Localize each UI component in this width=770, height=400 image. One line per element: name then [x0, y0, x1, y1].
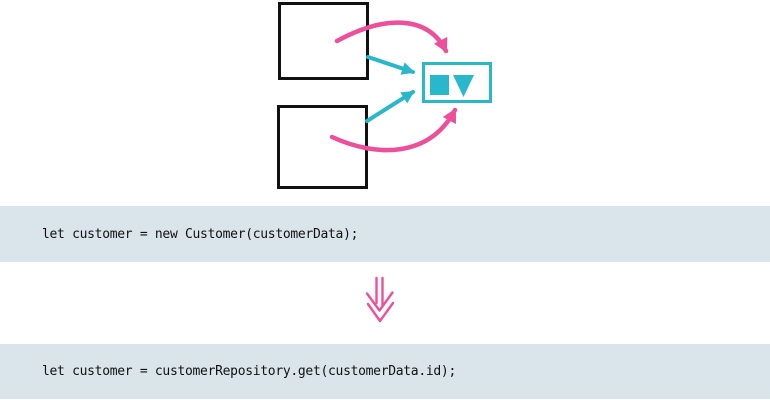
code-before-text: let customer = new Customer(customerData…: [42, 226, 359, 242]
code-after-text: let customer = customerRepository.get(cu…: [42, 364, 456, 379]
pink-curved-arrow-bottom: [329, 107, 458, 153]
cyan-straight-arrow-top: [366, 55, 415, 75]
source-box-top: [278, 2, 369, 80]
source-box-bottom: [277, 105, 368, 189]
filled-square-icon: [430, 75, 449, 95]
pink-curved-arrow-top: [334, 20, 449, 54]
refactoring-diagram: [277, 2, 492, 189]
code-bar-after: let customer = customerRepository.get(cu…: [0, 344, 770, 399]
filled-triangle-down-icon: [453, 75, 474, 97]
double-down-arrow-icon: [365, 276, 395, 323]
code-bar-before: let customer = new Customer(customerData…: [0, 206, 770, 262]
cyan-straight-arrow-bottom: [365, 90, 415, 123]
